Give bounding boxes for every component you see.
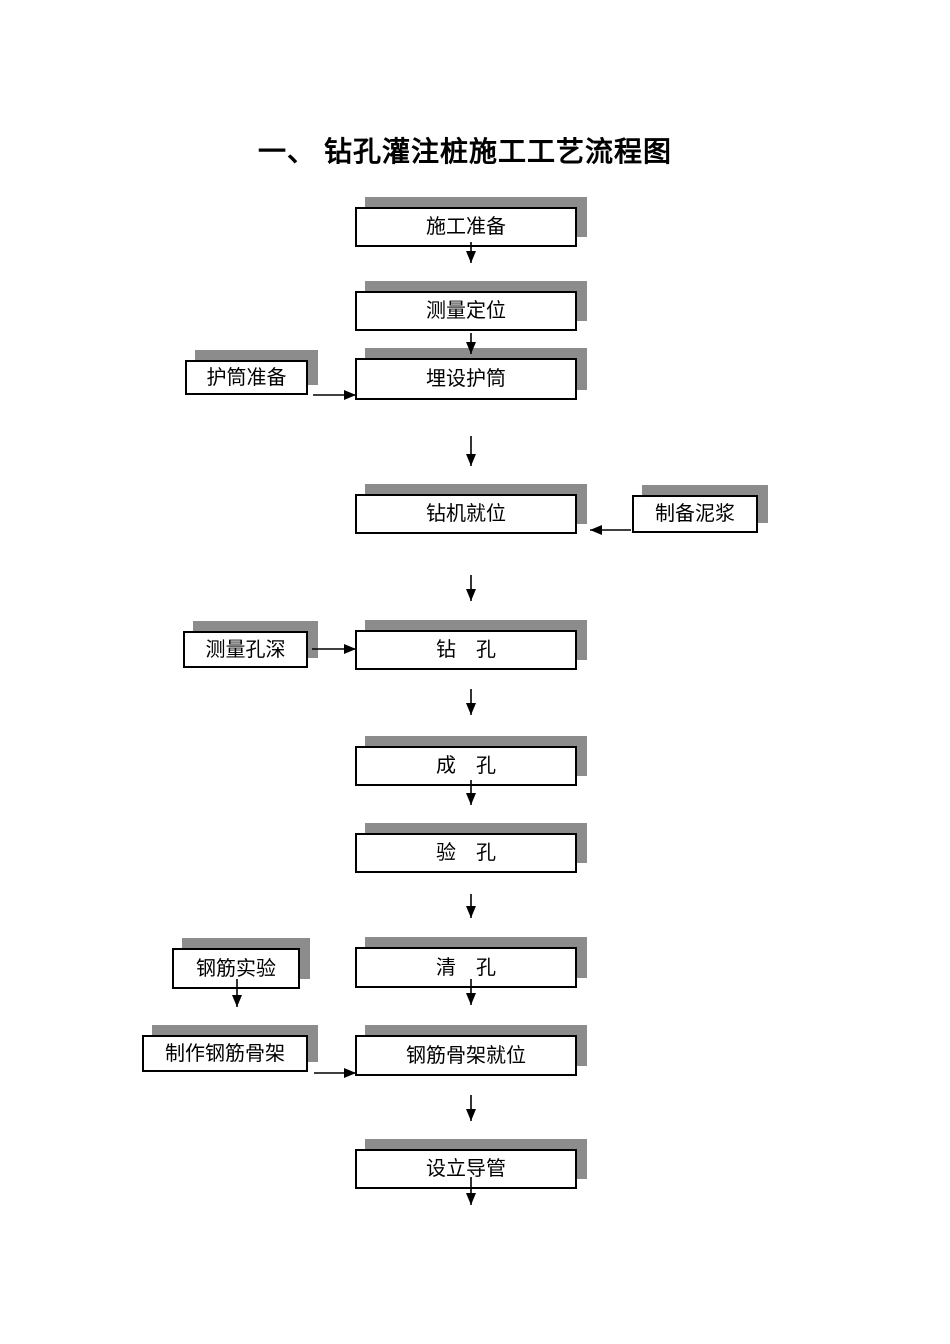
flow-step-rebar-cage-in-place: 钢筋骨架就位 [355, 1035, 577, 1076]
flow-step-slurry-preparation: 制备泥浆 [632, 495, 758, 533]
flow-step-drill-rig-in-place: 钻机就位 [355, 494, 577, 534]
flow-step-fabricate-rebar-cage: 制作钢筋骨架 [142, 1035, 308, 1072]
page-title: 一、 钻孔灌注桩施工工艺流程图 [257, 137, 672, 168]
flow-step-construction-preparation: 施工准备 [355, 207, 577, 247]
flow-step-hole-cleaning: 清 孔 [355, 947, 577, 988]
flow-step-survey-positioning: 测量定位 [355, 291, 577, 331]
flow-step-drilling: 钻 孔 [355, 630, 577, 670]
flow-step-install-conduit: 设立导管 [355, 1149, 577, 1189]
flow-step-casing-preparation: 护筒准备 [185, 360, 308, 395]
flow-step-rebar-test: 钢筋实验 [172, 948, 300, 989]
flow-step-measure-hole-depth: 测量孔深 [183, 631, 308, 668]
flow-step-embed-casing: 埋设护筒 [355, 358, 577, 400]
flow-step-hole-completion: 成 孔 [355, 746, 577, 786]
flow-step-hole-inspection: 验 孔 [355, 833, 577, 873]
